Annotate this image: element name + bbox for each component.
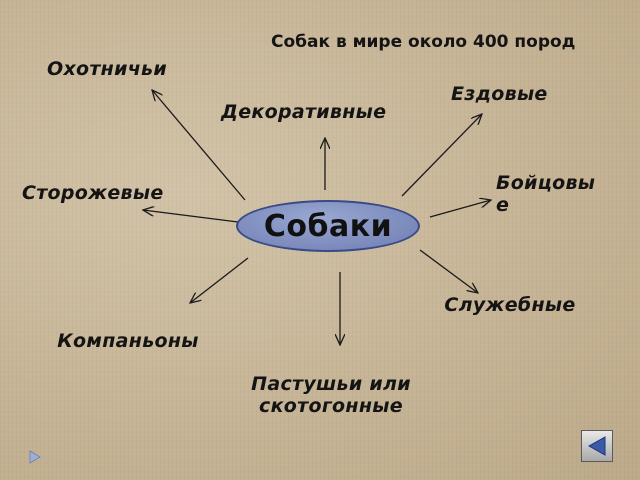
center-oval: Собаки xyxy=(236,200,420,252)
label-watch: Сторожевые xyxy=(22,182,164,204)
back-button[interactable] xyxy=(581,430,613,462)
label-herding: Пастушьи или скотогонные xyxy=(251,373,411,417)
arrow-hunting xyxy=(152,90,246,201)
label-fighting: Бойцовые xyxy=(496,172,596,216)
arrow-companion xyxy=(190,257,249,303)
small-triangle-icon xyxy=(29,450,41,464)
arrow-fighting xyxy=(429,200,491,218)
label-decorative: Декоративные xyxy=(221,101,387,123)
arrow-service xyxy=(419,249,478,293)
triangle-left-icon xyxy=(587,436,606,456)
label-service: Служебные xyxy=(444,294,576,316)
label-companion: Компаньоны xyxy=(57,330,199,352)
slide-note: Собак в мире около 400 пород xyxy=(271,32,576,52)
center-label: Собаки xyxy=(263,208,393,244)
label-hunting: Охотничьи xyxy=(47,58,167,80)
arrow-sled xyxy=(401,114,482,197)
label-sled: Ездовые xyxy=(451,83,548,105)
arrow-watch xyxy=(143,210,239,223)
